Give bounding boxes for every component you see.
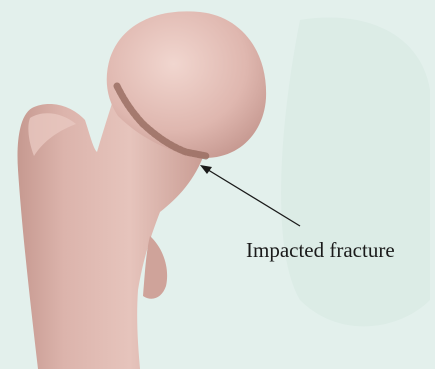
arrowhead-icon: [200, 165, 212, 174]
background-shape: [281, 18, 430, 327]
fracture-label: Impacted fracture: [246, 238, 395, 263]
